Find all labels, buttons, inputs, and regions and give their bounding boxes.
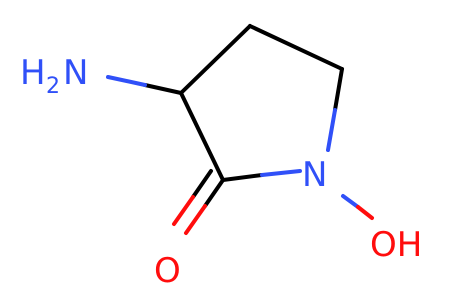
atom-label-amine-h: H [20, 53, 46, 93]
atom-label-ring-nitrogen: N [302, 155, 327, 195]
bond-c2-o-double-outer-oxygen-half [184, 204, 207, 235]
bond-c2-o-double-outer-carbon-half [203, 178, 225, 208]
bond-c3-c4 [179, 24, 252, 95]
bonds [106, 24, 374, 235]
atom-label-carbonyl-oxygen: O [154, 251, 181, 291]
atom-label-hydroxyl: OH [370, 225, 422, 265]
bond-c2-n1-nitrogen-half [260, 169, 302, 177]
bond-c2-n1-carbon-half [221, 173, 264, 182]
atom-labels: H 2 N N O OH [20, 53, 422, 291]
bond-c5-n1-carbon-half [333, 67, 344, 112]
atom-label-amine-subscript: 2 [46, 74, 60, 99]
bond-c4-c5 [248, 24, 344, 71]
bond-c2-o-double-inner-oxygen-half [172, 195, 195, 226]
bond-c3-nh2-nitrogen-half [106, 75, 147, 87]
bond-n1-oh-oxygen-half [356, 205, 374, 220]
bond-c3-c2 [179, 91, 225, 182]
atom-label-amine-n: N [63, 53, 88, 93]
bond-c5-n1-nitrogen-half [326, 108, 337, 152]
bond-c2-o-double-inner-carbon-half [191, 169, 213, 199]
bond-n1-oh-nitrogen-half [341, 194, 360, 209]
bond-c3-nh2-carbon-half [143, 83, 183, 95]
